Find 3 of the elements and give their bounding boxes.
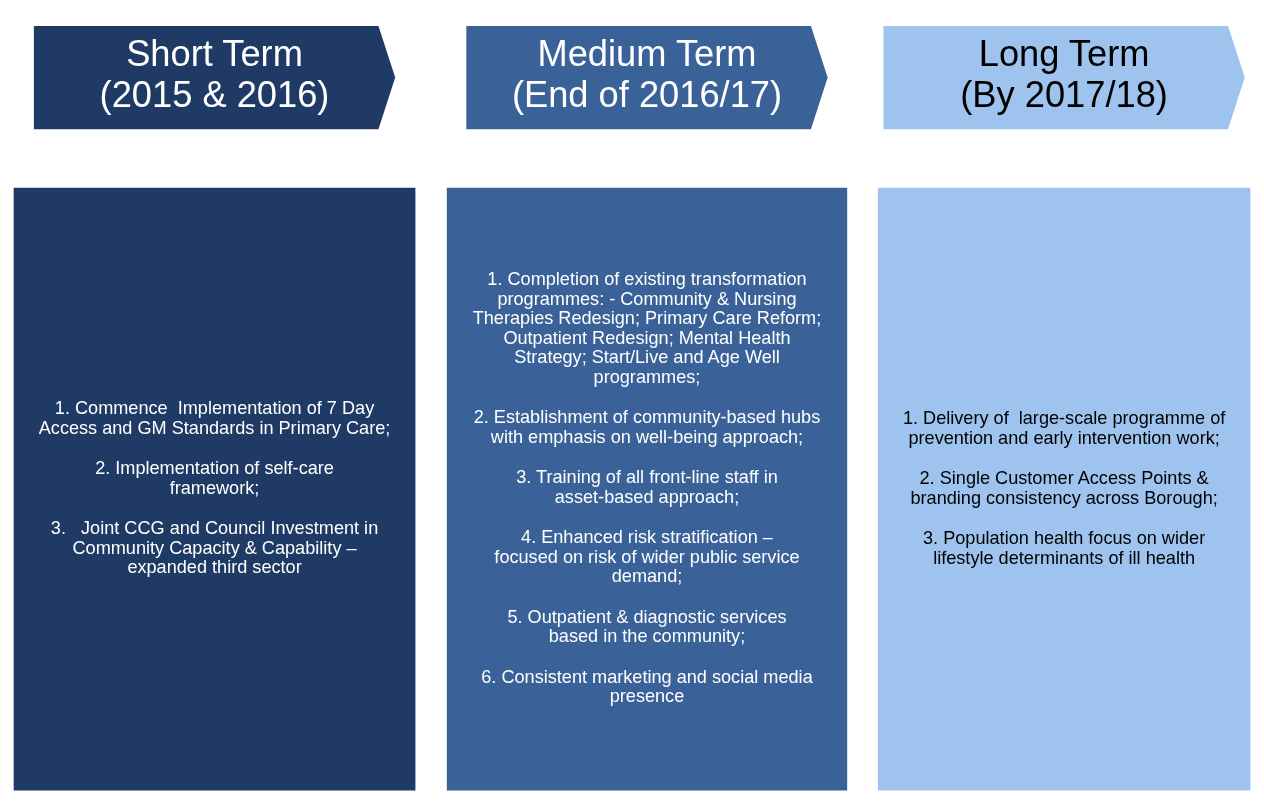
node-box: 1. Delivery of large-scale programme of prevention and early intervention work; 2. Single Customer Access Points & branding consistency across Borough; 3. Population health focus on wider lifestyle determinants of ill health	[877, 187, 1251, 790]
node-box: 1. Commence Implementation of 7 Day Access and GM Standards in Primary Care; 2. Implementation of self-care framework; 3. Joint CCG and Council Investment in Community Capacity & Capability – expanded third sector	[13, 187, 416, 790]
node-box: 1. Completion of existing transformation programmes: - Community & Nursing Therapies Redesign; Primary Care Reform; Outpatient Redesign; Mental Health Strategy; Start/Live and Age Well programmes; 2. Establishment of community-based hubs with emphasis on well-being approach; 3. Training of all front-line staff in asset-based approach; 4. Enhanced risk stratification – focused on risk of wider public service demand; 5. Outpatient & diagnostic services based in the community; 6. Consistent marketing and social media presence	[446, 187, 848, 790]
